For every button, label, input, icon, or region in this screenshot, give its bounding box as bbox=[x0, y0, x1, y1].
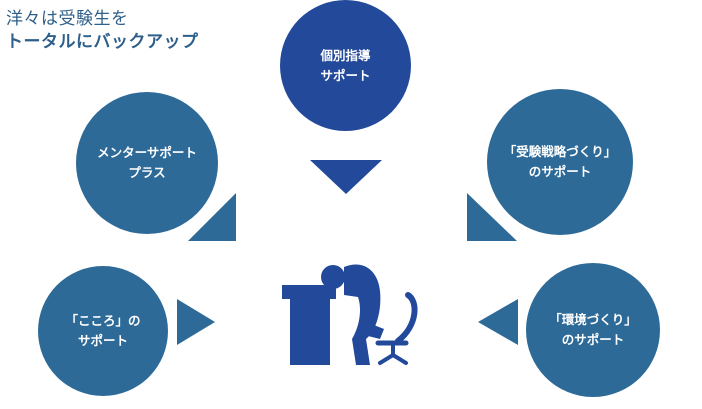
support-circle-environment: 「環境づくり」 のサポート bbox=[526, 263, 660, 397]
support-circle-mental-support: 「こころ」の サポート bbox=[38, 266, 168, 396]
circle-label-line1: 個別指導 bbox=[320, 47, 371, 63]
support-circle-exam-strategy: 「受験戦略づくり」 のサポート bbox=[487, 89, 633, 235]
headline-line2: トータルにバックアップ bbox=[6, 31, 199, 52]
circle-label-line2: サポート bbox=[320, 67, 371, 83]
arrow-left-icon bbox=[478, 299, 518, 345]
headline: 洋々は受験生を トータルにバックアップ bbox=[6, 8, 199, 54]
circle-label-line2: のサポート bbox=[528, 164, 592, 179]
arrow-down-icon bbox=[310, 160, 382, 194]
circle-label-line1: 「こころ」の bbox=[65, 313, 141, 328]
support-circle-individual-guidance: 個別指導 サポート bbox=[280, 0, 411, 131]
support-circle-mentor-support-plus: メンターサポート プラス bbox=[76, 92, 218, 234]
arrow-bottom-left-icon bbox=[467, 193, 517, 241]
circle-label-line2: プラス bbox=[128, 165, 166, 180]
arrow-right-icon bbox=[177, 299, 215, 345]
circle-label-line1: 「環境づくり」 bbox=[549, 312, 637, 327]
arrow-bottom-right-icon bbox=[188, 193, 236, 241]
circle-label-line2: のサポート bbox=[561, 332, 625, 347]
circle-label-line1: メンターサポート bbox=[97, 145, 197, 160]
circle-label-line2: サポート bbox=[77, 333, 128, 348]
headline-line1: 洋々は受験生を bbox=[6, 9, 129, 29]
student-at-desk-icon bbox=[282, 264, 418, 365]
circle-label-line1: 「受験戦略づくり」 bbox=[503, 144, 617, 159]
